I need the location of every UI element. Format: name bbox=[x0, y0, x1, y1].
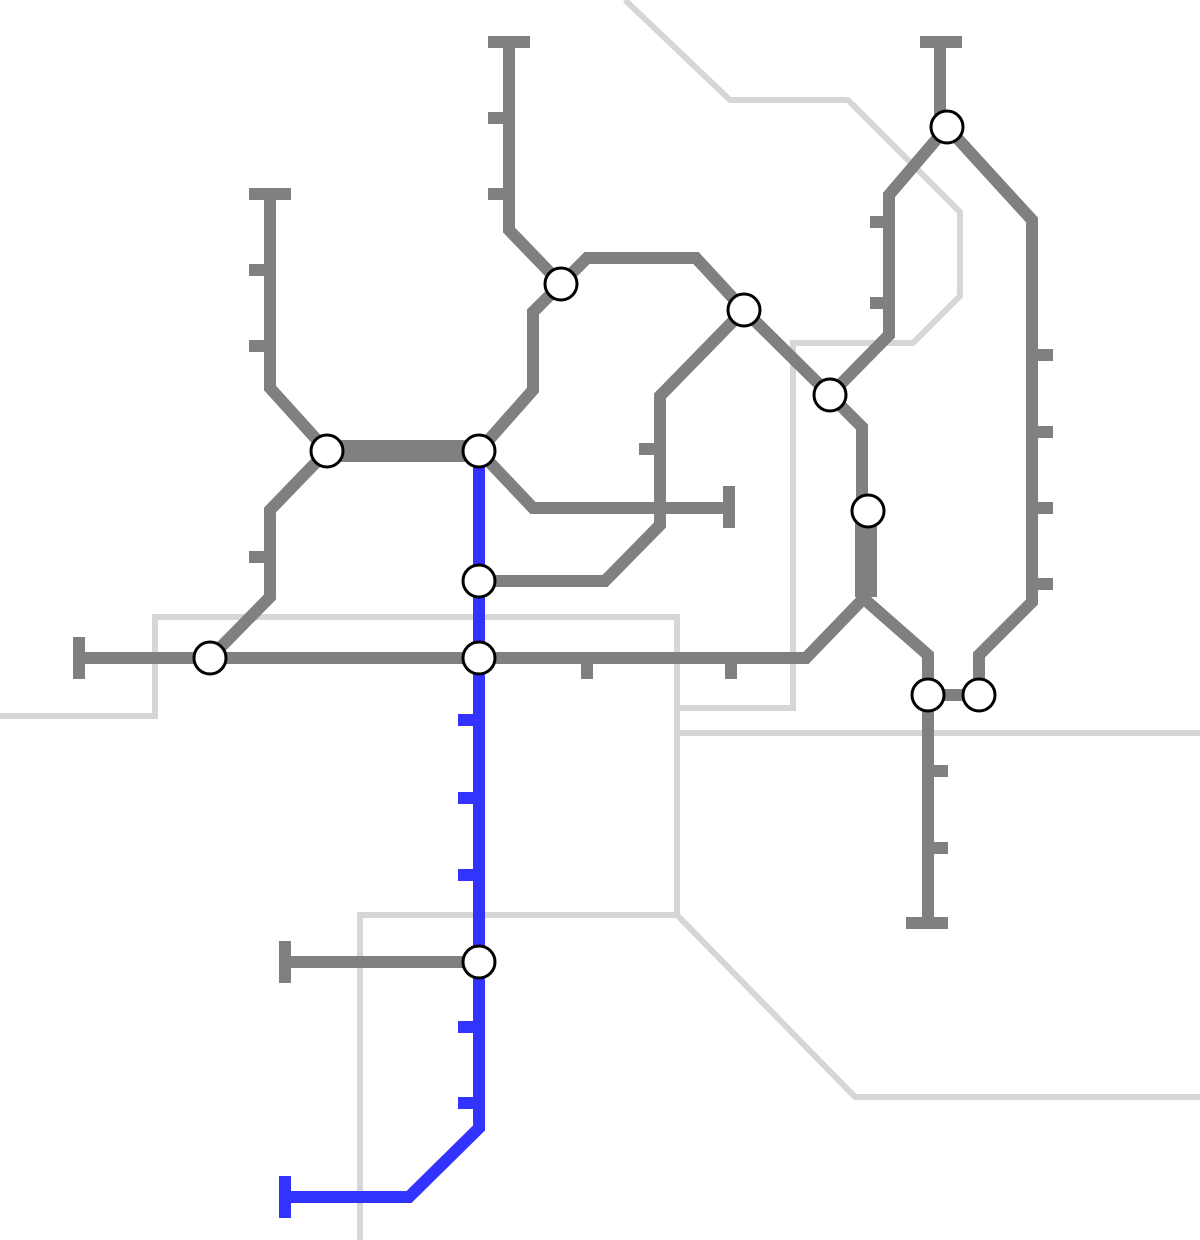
boundary-line bbox=[622, 0, 963, 711]
highlighted-route[interactable] bbox=[285, 451, 485, 1203]
rail-line bbox=[474, 42, 570, 455]
interchange-station-icon[interactable] bbox=[192, 640, 228, 676]
interchange-station-icon[interactable] bbox=[461, 563, 497, 599]
interchange-station-icon[interactable] bbox=[812, 377, 848, 413]
boundary-line bbox=[357, 912, 677, 1240]
interchange-station-icon[interactable] bbox=[910, 677, 946, 713]
interchange-station-icon[interactable] bbox=[461, 640, 497, 676]
interchange-station-icon[interactable] bbox=[309, 433, 345, 469]
interchange-station-icon[interactable] bbox=[929, 109, 965, 145]
rail-line bbox=[858, 592, 934, 923]
rail-line bbox=[825, 42, 956, 400]
boundary-line bbox=[0, 614, 1200, 1100]
interchange-station-icon[interactable] bbox=[543, 266, 579, 302]
highlighted-line-layer[interactable] bbox=[279, 451, 485, 1218]
stations-layer bbox=[192, 109, 997, 980]
interchange-station-icon[interactable] bbox=[461, 433, 497, 469]
rail-line bbox=[928, 122, 1038, 701]
interchange-station-icon[interactable] bbox=[461, 944, 497, 980]
rail-line bbox=[474, 446, 729, 514]
rail-line bbox=[479, 305, 749, 587]
rail-line bbox=[264, 194, 479, 457]
gray-lines-layer bbox=[73, 36, 1053, 983]
interchange-station-icon[interactable] bbox=[726, 292, 762, 328]
interchange-station-icon[interactable] bbox=[850, 493, 886, 529]
interchange-station-icon[interactable] bbox=[961, 677, 997, 713]
